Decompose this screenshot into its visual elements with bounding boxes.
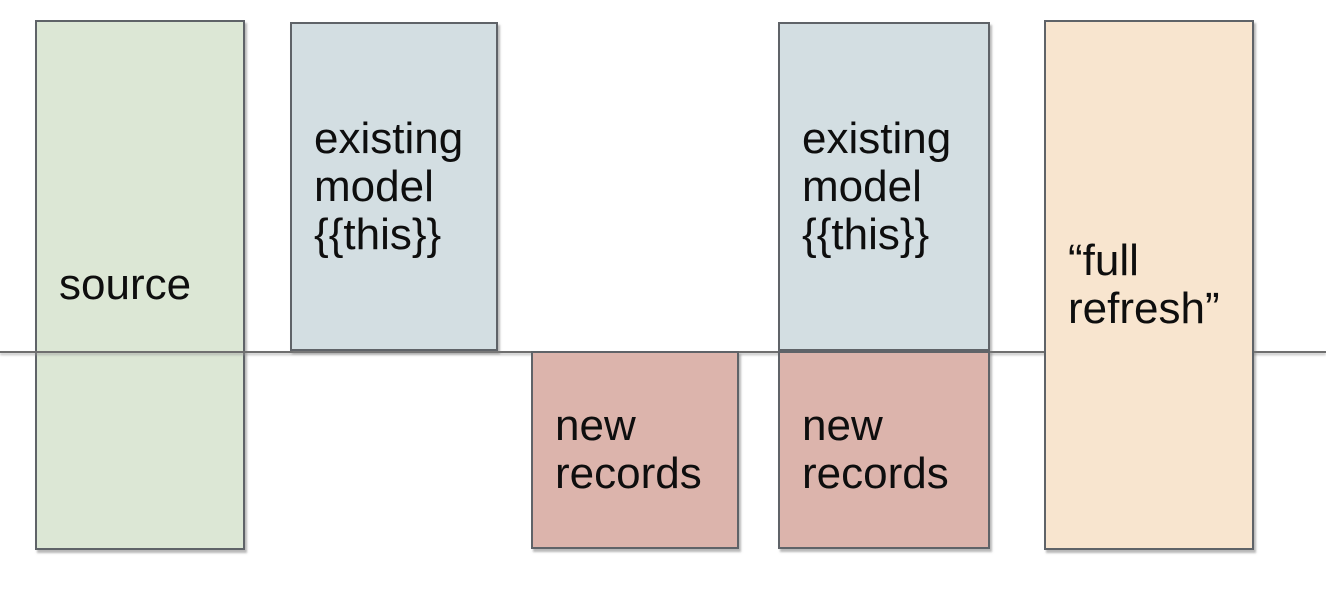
existing-model-label-1: existing model {{this}} [314,113,464,259]
existing-model-box-2: existing model {{this}} [778,22,990,351]
full-refresh-box: “full refresh” [1044,20,1254,550]
existing-model-label-2: existing model {{this}} [802,113,952,259]
source-label: source [59,260,192,309]
existing-model-box-1: existing model {{this}} [290,22,498,351]
new-records-label-1: new records [555,401,702,498]
source-box: source [35,20,245,550]
full-refresh-label: “full refresh” [1068,236,1220,333]
new-records-label-2: new records [802,401,949,498]
new-records-box-1: new records [531,351,739,549]
new-records-box-2: new records [778,351,990,549]
